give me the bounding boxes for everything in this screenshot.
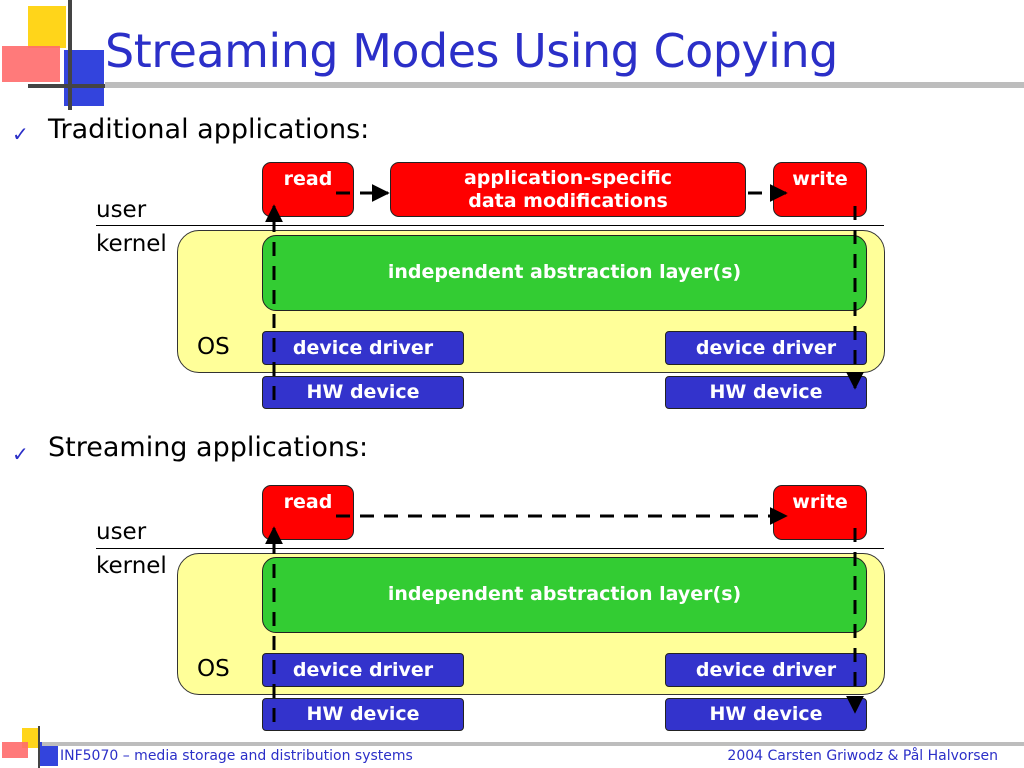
os-label: OS	[197, 656, 230, 682]
checkmark-icon: ✓	[12, 442, 29, 466]
device-driver-right: device driver	[665, 331, 867, 365]
footer-authors: 2004 Carsten Griwodz & Pål Halvorsen	[727, 748, 998, 764]
hw-device-left: HW device	[262, 376, 464, 409]
slide-title: Streaming Modes Using Copying	[105, 24, 838, 78]
footer-decoration	[0, 726, 60, 768]
footer-course: INF5070 – media storage and distribution…	[60, 748, 413, 764]
os-label: OS	[197, 334, 230, 360]
read-label: read	[283, 168, 333, 190]
modify-box: application-specific data modifications	[390, 162, 746, 217]
device-driver-left: device driver	[262, 653, 464, 687]
read-label: read	[283, 491, 333, 513]
write-label: write	[792, 168, 848, 190]
modify-line2: data modifications	[468, 189, 668, 212]
device-driver-left: device driver	[262, 331, 464, 365]
corner-decoration	[0, 0, 110, 110]
device-driver-right: device driver	[665, 653, 867, 687]
modify-line1: application-specific	[463, 166, 673, 189]
hw-device-right: HW device	[665, 698, 867, 731]
bullet-streaming: Streaming applications:	[48, 432, 369, 463]
checkmark-icon: ✓	[12, 122, 29, 146]
footer-rule	[42, 742, 1024, 746]
user-kernel-divider	[96, 225, 884, 226]
abstraction-layer-label: independent abstraction layer(s)	[387, 260, 742, 283]
bullet-traditional: Traditional applications:	[48, 114, 370, 145]
title-underline	[105, 82, 1024, 88]
kernel-label: kernel	[96, 231, 167, 257]
write-label: write	[792, 491, 848, 513]
abstraction-layer-label: independent abstraction layer(s)	[387, 582, 742, 605]
kernel-label: kernel	[96, 553, 167, 579]
abstraction-layer-box: independent abstraction layer(s)	[262, 235, 867, 311]
user-label: user	[96, 197, 147, 223]
hw-device-right: HW device	[665, 376, 867, 409]
abstraction-layer-box: independent abstraction layer(s)	[262, 557, 867, 633]
hw-device-left: HW device	[262, 698, 464, 731]
write-box: write	[773, 162, 867, 217]
user-label: user	[96, 519, 147, 545]
user-kernel-divider	[96, 548, 884, 549]
